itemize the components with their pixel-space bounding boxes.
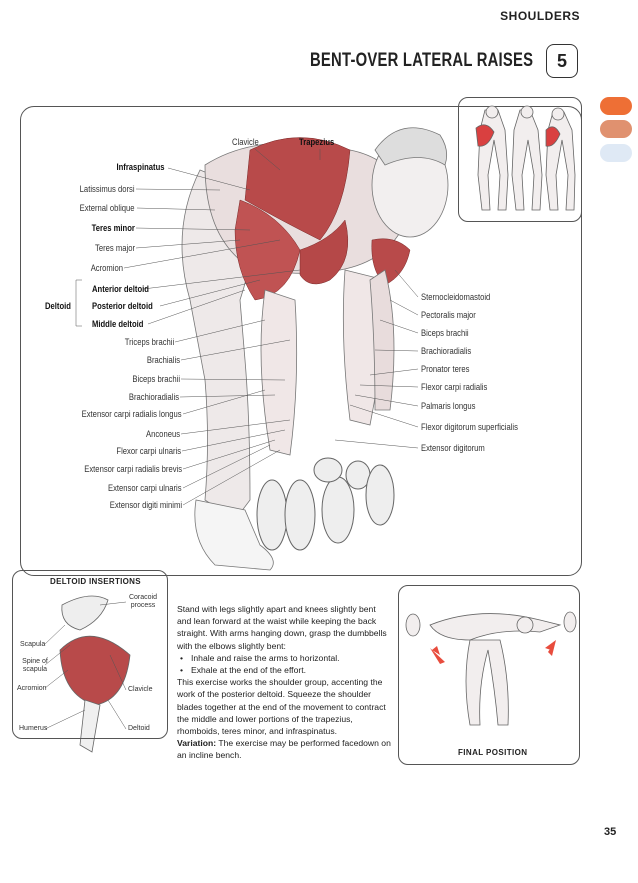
dumbbells [256, 457, 395, 551]
label-extensor-carpi-ulnaris: Extensor carpi ulnaris [108, 483, 182, 493]
label-flexor-carpi-radialis: Flexor carpi radialis [421, 382, 488, 392]
label-posterior-deltoid: Posterior deltoid [92, 301, 153, 311]
label-flexor-carpi-ulnaris: Flexor carpi ulnaris [116, 446, 181, 456]
insertion-leaders [43, 601, 127, 730]
head [371, 127, 449, 238]
label-flexor-digitorum-superficialis: Flexor digitorum superficialis [421, 422, 518, 432]
section-title: SHOULDERS [500, 9, 580, 23]
final-position-box [398, 585, 580, 765]
label-latissimus-dorsi: Latissimus dorsi [80, 184, 135, 194]
label-anterior-deltoid: Anterior deltoid [92, 284, 149, 294]
thumbnail-figures [475, 105, 576, 211]
tab-dot-1 [600, 97, 632, 115]
insertion-illustration [59, 595, 131, 753]
exercise-title: BENT-OVER LATERAL RAISES [310, 50, 534, 71]
label-trapezius: Trapezius [299, 137, 335, 147]
label-infraspinatus: Infraspinatus [116, 162, 165, 172]
description-intro: Stand with legs slightly apart and knees… [177, 604, 387, 651]
step-1: Inhale and raise the arms to horizontal. [180, 652, 392, 664]
final-position-figure [405, 611, 577, 726]
exercise-description: Stand with legs slightly apart and knees… [177, 603, 392, 762]
label-teres-major: Teres major [95, 243, 135, 253]
ins-label-coracoid: Coracoid process [128, 594, 157, 609]
back-muscles [234, 137, 411, 301]
label-brachioradialis-right: Brachioradialis [421, 346, 472, 356]
label-palmaris-longus: Palmaris longus [421, 401, 476, 411]
description-steps: Inhale and raise the arms to horizontal.… [177, 652, 392, 677]
tab-dot-3 [600, 144, 632, 162]
ins-label-scapula: Scapula [20, 641, 46, 648]
label-clavicle: Clavicle [232, 137, 259, 147]
ins-label-clavicle: Clavicle [128, 686, 153, 693]
variation-label: Variation: [177, 738, 217, 749]
arms [260, 269, 395, 456]
label-brachialis: Brachialis [146, 355, 180, 365]
description-variation: Variation: The exercise may be performed… [177, 737, 392, 761]
variation-text: The exercise may be performed facedown o… [177, 738, 391, 761]
main-illustration-frame [20, 106, 582, 576]
description-body: This exercise works the shoulder group, … [177, 677, 386, 737]
label-extensor-carpi-radialis-longus: Extensor carpi radialis longus [82, 409, 182, 419]
ins-label-acromion: Acromion [17, 685, 47, 692]
label-middle-deltoid: Middle deltoid [92, 319, 144, 329]
label-external-oblique: External oblique [80, 203, 135, 213]
label-brachioradialis-left: Brachioradialis [128, 392, 179, 402]
leader-lines [75, 148, 419, 506]
label-extensor-digitorum: Extensor digitorum [421, 443, 485, 453]
label-anconeus: Anconeus [145, 429, 180, 439]
label-extensor-digiti-minimi: Extensor digiti minimi [109, 500, 182, 510]
deltoid-insertions-box [12, 570, 168, 739]
tab-dot-2 [600, 120, 632, 138]
label-pectoralis-major: Pectoralis major [421, 310, 476, 320]
ins-label-deltoid: Deltoid [128, 725, 150, 732]
label-extensor-carpi-radialis-brevis: Extensor carpi radialis brevis [84, 464, 182, 474]
exercise-number: 5 [546, 44, 578, 78]
label-biceps-brachii-left: Biceps brachii [132, 374, 180, 384]
label-pronator-teres: Pronator teres [421, 364, 470, 374]
label-teres-minor: Teres minor [91, 223, 135, 233]
deltoid-insertions-title: DELTOID INSERTIONS [50, 577, 141, 586]
final-position-title: FINAL POSITION [458, 748, 528, 757]
movement-arrows [430, 640, 556, 664]
label-sternocleidomastoid: Sternocleidomastoid [421, 292, 491, 302]
label-biceps-brachii-right: Biceps brachii [421, 328, 469, 338]
label-acromion: Acromion [90, 263, 123, 273]
page-number: 35 [604, 826, 617, 838]
ins-label-humerus: Humerus [19, 725, 48, 732]
label-deltoid-group: Deltoid [45, 301, 71, 311]
step-2: Exhale at the end of the effort. [180, 664, 392, 676]
muscle-thumbnail-frame [458, 97, 582, 222]
label-triceps-brachii: Triceps brachii [124, 337, 174, 347]
ins-label-spine-of-scapula: Spine of scapula [22, 658, 48, 673]
